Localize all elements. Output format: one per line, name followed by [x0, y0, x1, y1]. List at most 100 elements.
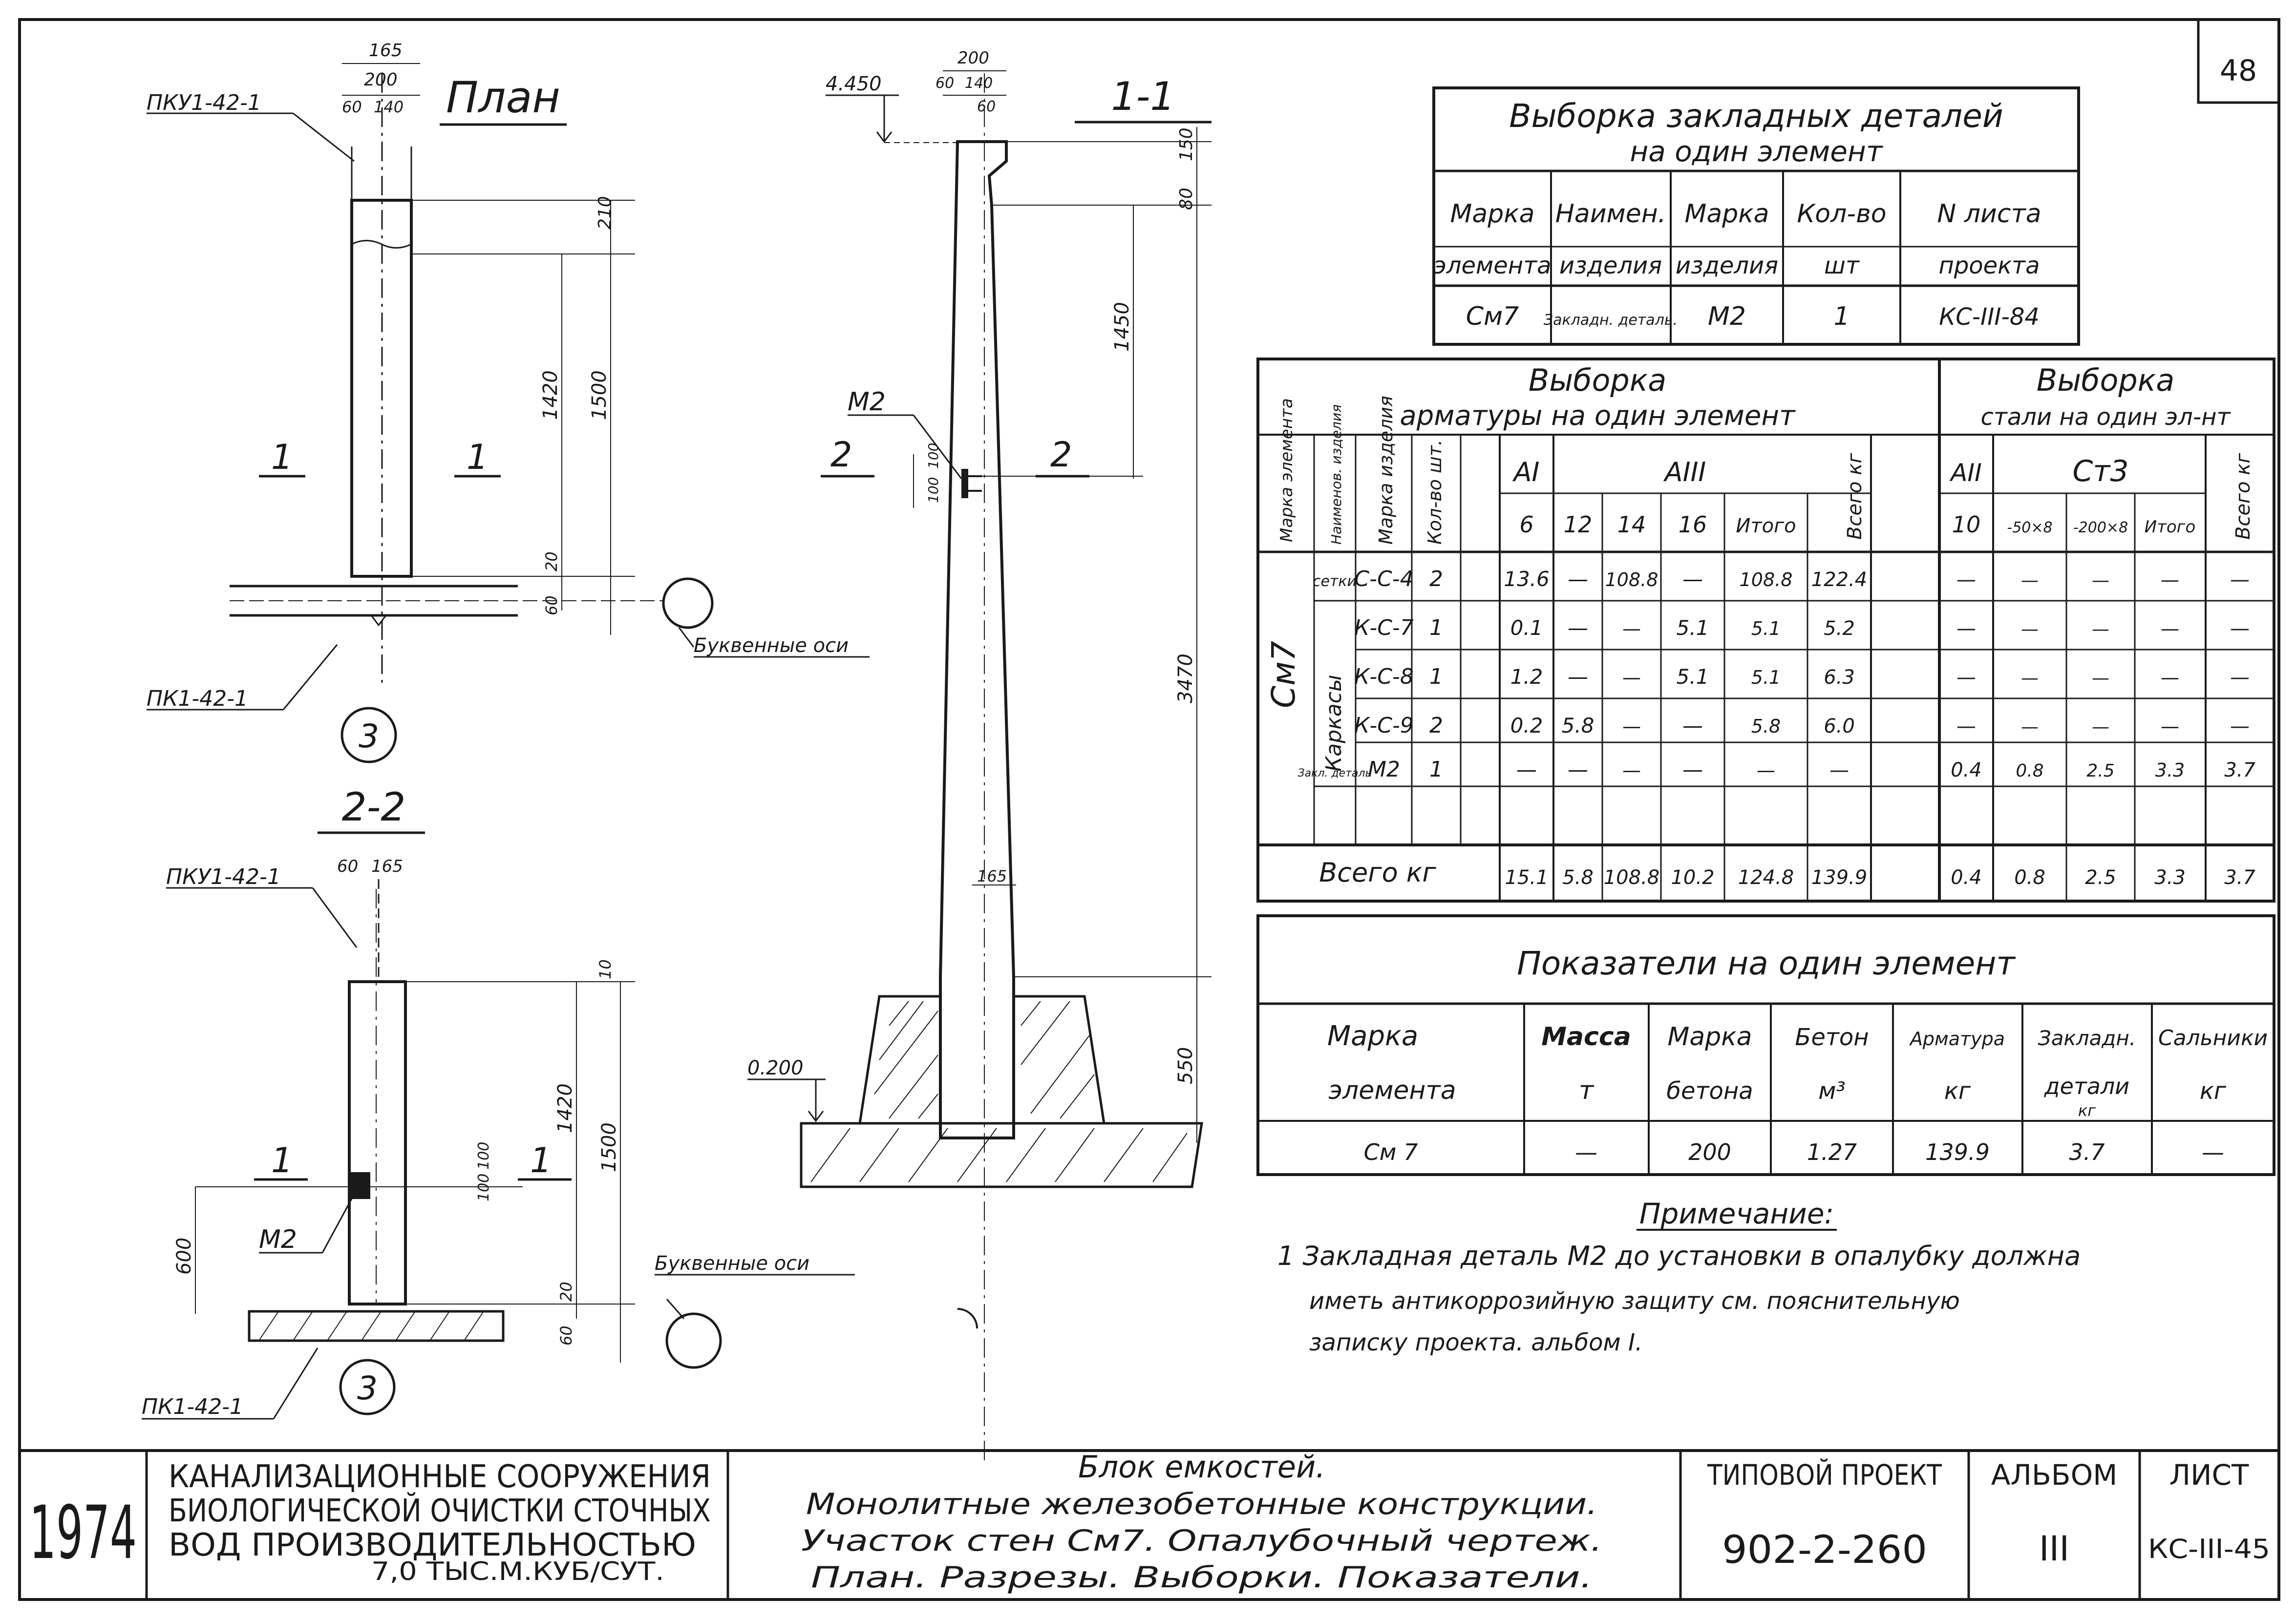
rebar-cell: —	[1568, 567, 1588, 591]
svg-text:М2: М2	[1708, 302, 1746, 331]
svg-text:1: 1	[1833, 302, 1850, 331]
svg-text:БИОЛОГИЧЕСКОЙ ОЧИСТКИ СТОЧНЫХ: БИОЛОГИЧЕСКОЙ ОЧИСТКИ СТОЧНЫХ	[169, 1492, 711, 1529]
rebar-cell: —	[2092, 619, 2109, 639]
rebar-cell: 3.3	[2155, 759, 2185, 781]
indicator-cell: —	[1575, 1139, 1597, 1165]
section-1-1: 1-1 4.450 200 60 140 60 80 150 1450 3470…	[747, 48, 1212, 1465]
svg-text:АЛЬБОМ: АЛЬБОМ	[1991, 1458, 2118, 1492]
svg-text:1420: 1420	[539, 370, 562, 420]
rebar-cell: —	[1956, 715, 1976, 737]
rebar-cell: —	[1829, 759, 1849, 781]
rebar-cell: —	[2092, 717, 2109, 737]
svg-text:1450: 1450	[1111, 302, 1133, 352]
svg-text:арматуры на один элемент: арматуры на один элемент	[1400, 400, 1796, 432]
rebar-cell: 0.2	[1510, 714, 1543, 737]
svg-text:1: 1	[530, 1140, 552, 1180]
rebar-cell: 1	[1429, 664, 1443, 689]
svg-text:См7: См7	[1265, 641, 1302, 708]
indicator-cell: —	[2202, 1139, 2224, 1165]
svg-text:ПКУ1-42-1: ПКУ1-42-1	[166, 864, 281, 889]
svg-text:ПК1-42-1: ПК1-42-1	[142, 1394, 243, 1419]
svg-text:проекта: проекта	[1938, 252, 2040, 279]
svg-text:1: 1	[271, 437, 293, 477]
svg-text:Всего кг: Всего кг	[1319, 857, 1436, 888]
svg-text:-50×8: -50×8	[2007, 519, 2052, 536]
rebar-cell: —	[2230, 715, 2250, 737]
sheet-number: 48	[2220, 54, 2257, 88]
svg-text:стали на один эл-нт: стали на один эл-нт	[1980, 403, 2231, 431]
svg-text:20: 20	[557, 1282, 575, 1302]
svg-text:600: 600	[173, 1238, 195, 1275]
rebar-cell: 3.7	[2224, 759, 2255, 781]
svg-text:элемента: элемента	[1328, 1076, 1456, 1105]
svg-text:Выборка закладных деталей: Выборка закладных деталей	[1509, 97, 2003, 135]
svg-text:кг: кг	[2200, 1077, 2227, 1105]
plan-label-top: ПКУ1-42-1	[147, 90, 261, 115]
rebar-total-cell: 10.2	[1671, 866, 1714, 889]
rebar-cell: 6.0	[1824, 715, 1855, 737]
plan-wall	[350, 199, 413, 578]
svg-text:Выборка: Выборка	[2037, 362, 2174, 398]
section22-title: 2-2	[342, 784, 406, 830]
svg-text:Итого: Итого	[2145, 517, 2196, 537]
rebar-cell: —	[1516, 758, 1537, 781]
indicator-cell: См 7	[1364, 1139, 1418, 1165]
indicator-cell: 3.7	[2069, 1139, 2105, 1165]
svg-text:100: 100	[475, 1174, 492, 1201]
svg-text:200: 200	[957, 48, 989, 68]
svg-text:изделия: изделия	[1676, 252, 1778, 279]
svg-text:Сальники: Сальники	[2158, 1026, 2268, 1051]
svg-text:1500: 1500	[598, 1122, 620, 1172]
rebar-total-cell: 0.8	[2014, 866, 2045, 889]
svg-text:210: 210	[595, 196, 615, 230]
rebar-cell: —	[2161, 569, 2179, 590]
svg-text:200: 200	[364, 70, 398, 90]
rebar-cell: Закл. деталь	[1298, 767, 1372, 779]
svg-text:на один элемент: на один элемент	[1630, 135, 1883, 168]
svg-text:1: 1	[467, 437, 489, 477]
rebar-cell: —	[2021, 717, 2039, 737]
rebar-cell: 5.8	[1562, 714, 1594, 737]
svg-text:20: 20	[542, 551, 561, 571]
svg-text:Буквенные оси: Буквенные оси	[655, 1252, 809, 1275]
rebar-cell: —	[2230, 568, 2250, 591]
svg-text:План. Разрезы. Выборки. Показа: План. Разрезы. Выборки. Показатели.	[811, 1560, 1593, 1595]
svg-text:Участок стен См7. Опалубочный: Участок стен См7. Опалубочный чертеж.	[801, 1524, 1602, 1558]
rebar-cell: 2	[1429, 567, 1443, 591]
rebar-cell: 122.4	[1811, 568, 1868, 591]
svg-text:60: 60	[935, 75, 954, 92]
svg-text:иметь антикоррозийную защиту с: иметь антикоррозийную защиту см. пояснит…	[1309, 1287, 1960, 1315]
sheet-frame	[18, 18, 2280, 1601]
rebar-cell: сетки	[1313, 573, 1357, 590]
svg-text:изделия: изделия	[1559, 252, 1662, 279]
svg-text:Марка изделия: Марка изделия	[1375, 396, 1397, 545]
svg-text:детали: детали	[2044, 1073, 2129, 1099]
svg-text:ТИПОВОЙ ПРОЕКТ: ТИПОВОЙ ПРОЕКТ	[1707, 1458, 1942, 1492]
section-2-2: 2-2 ПКУ1-42-1 60 165 10 1420 1500 100 10…	[142, 784, 855, 1420]
rebar-cell: 1.2	[1510, 665, 1543, 689]
svg-text:м³: м³	[1818, 1077, 1845, 1105]
svg-text:7,0 ТЫС.М.КУБ/СУТ.: 7,0 ТЫС.М.КУБ/СУТ.	[371, 1557, 664, 1586]
svg-text:80: 80	[1176, 188, 1196, 210]
svg-text:1420: 1420	[554, 1083, 576, 1133]
svg-text:Монолитные железобетонные конс: Монолитные железобетонные конструкции.	[806, 1487, 1597, 1521]
sheet-code: КС-III-45	[2148, 1534, 2270, 1564]
svg-text:Закладн.: Закладн.	[2038, 1026, 2136, 1050]
wall-section	[939, 140, 1015, 1139]
svg-text:КС-III-84: КС-III-84	[1939, 303, 2040, 331]
svg-text:100: 100	[925, 443, 941, 469]
section22-embed-label: М2	[259, 1225, 297, 1254]
rebar-cell: —	[2021, 668, 2039, 688]
rebar-cell: М2	[1368, 757, 1400, 782]
svg-text:Марка: Марка	[1667, 1022, 1752, 1052]
svg-text:Всего кг: Всего кг	[1844, 453, 1866, 540]
svg-text:3: 3	[357, 1369, 378, 1407]
svg-text:Марка: Марка	[1450, 199, 1534, 229]
svg-text:100: 100	[475, 1142, 492, 1170]
svg-text:кг: кг	[2078, 1101, 2096, 1120]
rebar-cell: 108.8	[1605, 569, 1658, 590]
svg-text:100: 100	[925, 477, 941, 503]
svg-text:550: 550	[1174, 1047, 1197, 1084]
rebar-total-cell: 3.3	[2154, 866, 2186, 889]
rebar-cell: 2.5	[2086, 761, 2114, 781]
